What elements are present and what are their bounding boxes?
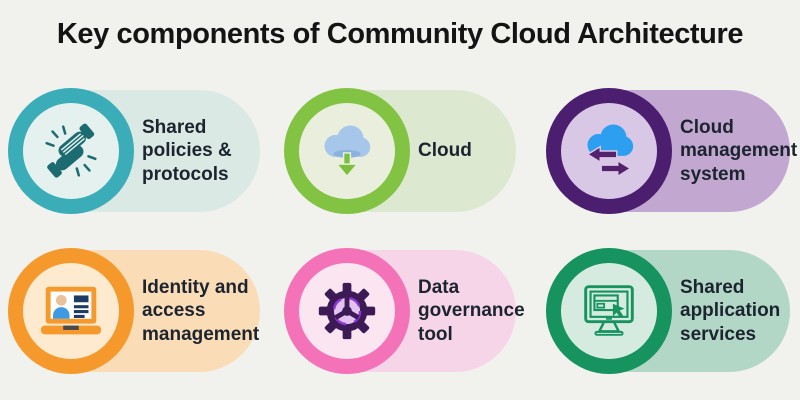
identity-monitor-icon xyxy=(40,286,102,335)
handshake-badge xyxy=(8,88,134,214)
identity-badge xyxy=(8,248,134,374)
card-label: Shared application services xyxy=(680,277,781,345)
cloud-management-badge xyxy=(546,88,672,214)
card-label: Identity and access management xyxy=(142,277,260,345)
gear-badge xyxy=(284,248,410,374)
card-label: Shared policies & protocols xyxy=(142,117,232,185)
app-monitor-icon xyxy=(584,285,634,336)
card-shared-application-services: Shared application services xyxy=(546,248,790,374)
card-cloud: Cloud xyxy=(284,88,516,214)
card-identity-access-management: Identity and access management xyxy=(8,248,260,374)
card-data-governance-tool: Data governance tool xyxy=(284,248,525,374)
card-cloud-management-system: Cloud management system xyxy=(546,88,798,214)
card-label: Data governance tool xyxy=(418,277,525,345)
page-title: Key components of Community Cloud Archit… xyxy=(56,18,744,50)
cloud-transfer-icon xyxy=(586,124,634,178)
cloud-download-icon xyxy=(324,125,371,178)
handshake-icon xyxy=(45,123,97,178)
card-shared-policies-protocols: Shared policies & protocols xyxy=(8,88,260,214)
card-label: Cloud xyxy=(418,140,472,162)
gear-icon xyxy=(318,282,376,340)
cloud-badge xyxy=(284,88,410,214)
app-services-badge xyxy=(546,248,672,374)
card-label: Cloud management system xyxy=(680,117,798,185)
